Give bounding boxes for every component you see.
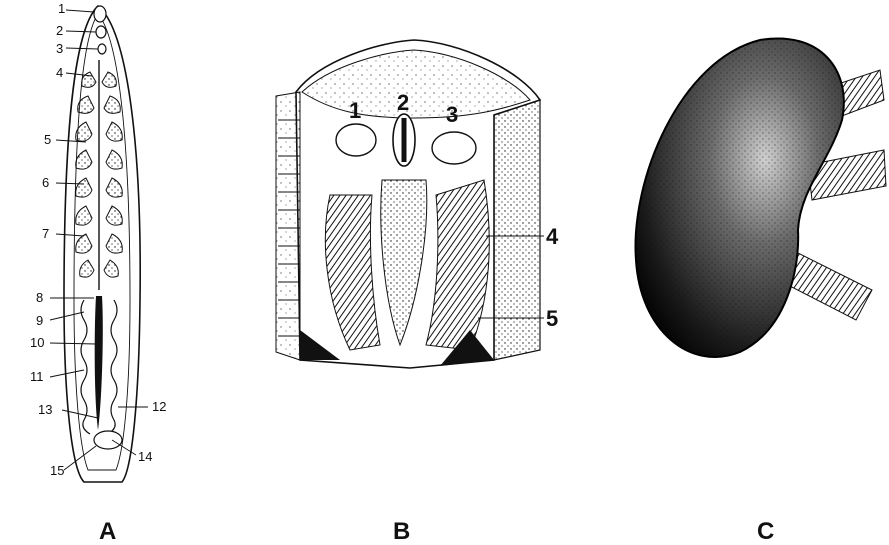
label-a-10: 10 [30,336,44,349]
panel-c-caption: C [757,520,774,544]
label-a-15: 15 [50,464,64,477]
label-a-1: 1 [58,2,65,15]
label-a-2: 2 [56,24,63,37]
label-a-12: 12 [152,400,166,413]
panel-c-drawing [636,38,886,357]
label-a-4: 4 [56,66,63,79]
label-b-1: 1 [349,100,361,122]
label-a-6: 6 [42,176,49,189]
panel-b-drawing [276,40,544,368]
label-a-8: 8 [36,291,43,304]
label-b-2: 2 [397,92,409,114]
panel-b-caption: B [393,520,410,544]
label-a-11: 11 [30,370,44,383]
label-b-3: 3 [446,104,458,126]
label-a-7: 7 [42,227,49,240]
label-b-4: 4 [546,226,558,248]
label-a-9: 9 [36,314,43,327]
panel-a-caption: A [99,520,116,544]
panel-a-drawing [50,6,148,482]
label-a-14: 14 [138,450,152,463]
label-a-13: 13 [38,403,52,416]
label-a-3: 3 [56,42,63,55]
label-b-5: 5 [546,308,558,330]
label-a-5: 5 [44,133,51,146]
